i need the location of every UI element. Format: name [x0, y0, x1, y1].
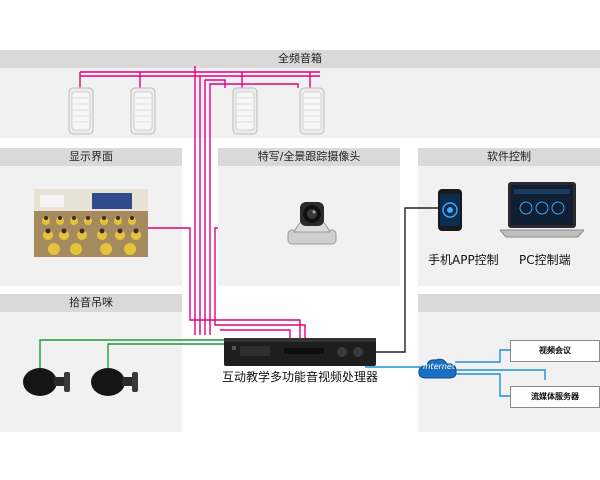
display-wire — [148, 227, 301, 338]
internet-cloud-label: Internet — [423, 362, 455, 371]
hanging-mic-2 — [91, 368, 138, 396]
phone-app-image — [438, 189, 462, 231]
speaker-4 — [299, 87, 325, 135]
mics-panel-title: 拾音吊咪 — [0, 294, 182, 312]
camera-wire — [214, 227, 306, 338]
av-processor-image — [224, 338, 376, 366]
ptz-camera-image — [287, 202, 337, 245]
speaker-3 — [232, 87, 258, 135]
streaming-server-box: 流媒体服务器 — [510, 386, 600, 408]
speaker-2 — [130, 87, 156, 135]
speaker-wires — [79, 66, 320, 338]
camera-panel-title: 特写/全景跟踪摄像头 — [218, 148, 400, 166]
display-panel-title: 显示界面 — [0, 148, 182, 166]
camera-panel: 特写/全景跟踪摄像头 — [218, 148, 400, 286]
video-conference-box: 视频会议 — [510, 340, 600, 362]
control-wire — [375, 207, 438, 353]
phone-app-label: 手机APP控制 — [428, 253, 499, 267]
software-panel-title: 软件控制 — [418, 148, 600, 166]
processor-label: 互动教学多功能音视频处理器 — [222, 370, 379, 384]
classroom-display-image — [34, 189, 148, 257]
pc-laptop-image — [500, 182, 584, 238]
network-wires — [365, 349, 546, 397]
hanging-mic-1 — [23, 368, 70, 396]
speaker-1 — [68, 87, 94, 135]
mics-panel: 拾音吊咪 — [0, 294, 182, 432]
pc-control-label: PC控制端 — [519, 253, 571, 267]
speakers-panel-title: 全频音箱 — [0, 50, 600, 68]
internet-cloud-icon — [418, 358, 457, 379]
network-panel — [418, 294, 600, 432]
network-panel-header — [418, 294, 600, 312]
